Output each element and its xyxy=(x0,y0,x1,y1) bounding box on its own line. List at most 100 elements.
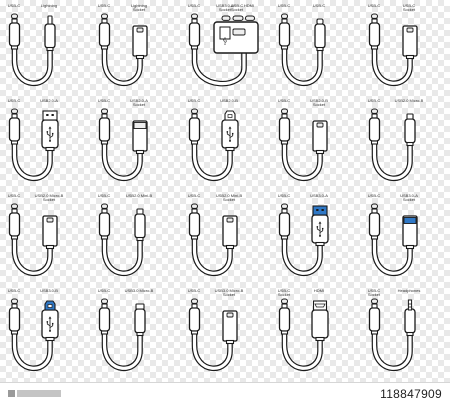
micro3-connector-icon xyxy=(135,303,145,310)
left-connector-label: USB-C xyxy=(187,3,201,8)
adapter-cell: USB-C USB2.0-B Socket xyxy=(276,97,366,192)
jack-connector-icon xyxy=(407,299,413,311)
usbb-connector-icon xyxy=(224,110,236,121)
right-connector-icon xyxy=(402,25,418,60)
adapter-cable-icon xyxy=(368,203,418,277)
usb-c-plug-icon xyxy=(8,18,21,50)
adapter-cable-icon xyxy=(8,203,58,277)
right-connector-label: USB2.0-B xyxy=(220,98,238,103)
adapter-cell: USB-C USB2.0 Mini-B xyxy=(96,192,186,287)
usb-c-plug-icon xyxy=(278,18,291,50)
right-connector-icon xyxy=(134,308,146,337)
right-connector-label: USB2.0-B Socket xyxy=(310,98,328,108)
hub-port-label: USB3.0-A Socket xyxy=(216,3,234,13)
right-connector-label: USB2.0 Micro-B Socket xyxy=(34,193,64,203)
right-connector-label: Lightning Socket xyxy=(130,3,148,13)
adapter-cable-icon xyxy=(278,298,329,372)
adapter-cable-icon xyxy=(98,108,148,182)
usb-c-plug-icon xyxy=(188,113,201,145)
usb-c-plug-icon xyxy=(188,18,201,50)
adapter-cell: USB-C USB3.0 Micro-B xyxy=(96,287,186,382)
adapter-cable-icon xyxy=(98,13,148,87)
usb-c-plug-icon xyxy=(98,113,111,145)
hdmi-connector-icon xyxy=(312,300,328,311)
right-connector-label: HDMI xyxy=(313,288,325,293)
left-connector-label: USB-C xyxy=(7,98,21,103)
hub-port-label: HDMI xyxy=(243,3,255,8)
right-connector-label: USB2.0 Micro-B xyxy=(394,98,424,103)
usb-trident-icon xyxy=(226,126,234,142)
right-connector-label: USB3.0 Micro-B Socket xyxy=(214,288,244,298)
right-connector-icon xyxy=(44,23,56,52)
left-connector-label: USB-C xyxy=(187,288,201,293)
right-connector-icon xyxy=(132,120,148,155)
right-connector-icon xyxy=(134,213,146,242)
adapter-cable-icon xyxy=(188,108,239,182)
usb-c-plug-icon xyxy=(8,113,21,145)
usb-c-plug-icon xyxy=(8,303,21,335)
usb-c-plug-icon xyxy=(368,303,381,335)
right-connector-icon xyxy=(404,308,416,337)
usb-c-plug-icon xyxy=(8,208,21,240)
left-connector-label: USB-C xyxy=(97,193,111,198)
right-connector-label: USB-C Socket xyxy=(402,3,416,13)
left-connector-label: USB-C xyxy=(97,288,111,293)
right-connector-icon xyxy=(402,215,418,250)
left-connector-label: USB-C xyxy=(97,98,111,103)
adapter-cable-icon xyxy=(98,203,146,277)
mini-connector-icon xyxy=(136,208,144,215)
adapter-cell: USB-C USB-C Socket xyxy=(366,2,450,97)
adapter-cell: USB-C USB2.0 Micro-B xyxy=(366,97,450,192)
right-connector-label: USB2.0 Mini-B xyxy=(125,193,153,198)
stock-logo-icon xyxy=(8,390,61,397)
usb-c-plug-icon xyxy=(188,208,201,240)
left-connector-label: USB-C Socket xyxy=(367,288,381,298)
left-connector-label: USB-C xyxy=(367,98,381,103)
right-connector-label: USB3.0-B xyxy=(40,288,58,293)
adapter-cable-icon xyxy=(98,298,146,372)
adapter-cell: USB-C USB3.0-B xyxy=(6,287,96,382)
micro-connector-icon xyxy=(406,113,414,120)
adapter-cable-icon xyxy=(8,13,56,87)
right-connector-label: USB3.0-A Socket xyxy=(400,193,418,203)
adapter-cell: USB-C USB3.0 Micro-B Socket xyxy=(186,287,276,382)
left-connector-label: USB-C xyxy=(7,3,21,8)
stock-footer: 118847909 xyxy=(0,382,450,404)
left-connector-label: USB-C xyxy=(367,3,381,8)
adapter-cable-icon xyxy=(368,13,418,87)
adapter-cable-icon xyxy=(278,108,328,182)
usb-trident-icon xyxy=(46,316,54,332)
adapter-cable-icon xyxy=(188,203,238,277)
left-connector-label: USB-C xyxy=(367,193,381,198)
usb-c-plug-icon xyxy=(98,208,111,240)
left-connector-label: USB-C xyxy=(7,288,21,293)
adapter-cable-icon xyxy=(278,13,326,87)
left-connector-label: USB-C xyxy=(187,98,201,103)
right-connector-label: USB3.0-A xyxy=(310,193,328,198)
adapter-cable-icon xyxy=(188,13,259,87)
right-connector-label: USB3.0 Micro-B xyxy=(124,288,154,293)
right-connector-icon xyxy=(312,120,328,155)
usb-c-plug-icon xyxy=(368,208,381,240)
usb-c-plug-icon xyxy=(278,113,291,145)
usb-trident-icon xyxy=(46,126,54,142)
hub-port-label: USB-C Socket xyxy=(230,3,244,13)
right-connector-label: Headphones xyxy=(397,288,421,293)
right-connector-icon xyxy=(222,215,238,250)
usb-c-plug-icon xyxy=(368,113,381,145)
adapter-cable-icon xyxy=(278,203,329,277)
left-connector-label: USB-C xyxy=(277,98,291,103)
right-connector-label: USB2.0 Mini-B Socket xyxy=(215,193,243,203)
usb-c-plug-icon xyxy=(278,208,291,240)
hub-adapter-icon xyxy=(213,21,259,54)
adapter-cable-icon xyxy=(368,108,416,182)
usb-c-plug-icon xyxy=(278,303,291,335)
right-connector-icon xyxy=(42,215,58,250)
